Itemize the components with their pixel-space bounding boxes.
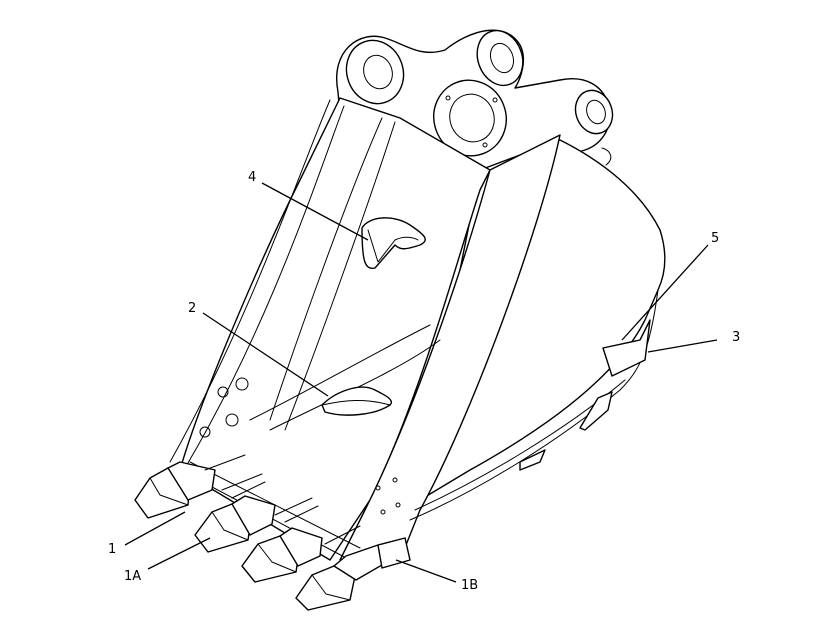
bucket-body	[169, 97, 666, 561]
callout-3: 3	[647, 330, 740, 353]
callout-4: 4	[248, 170, 369, 241]
bucket-teeth	[134, 454, 411, 611]
callout-3-label: 3	[732, 330, 740, 345]
callout-2: 2	[188, 301, 329, 397]
callout-5: 5	[621, 231, 719, 341]
callout-1b-label: 1B	[461, 578, 478, 593]
callout-1a-label: 1A	[124, 569, 141, 584]
callout-1a: 1A	[124, 537, 211, 584]
callout-2-label: 2	[188, 301, 196, 316]
callout-1b: 1B	[395, 559, 478, 593]
callout-1-label: 1	[108, 542, 116, 557]
callout-1: 1	[108, 511, 186, 557]
callout-5-label: 5	[711, 231, 719, 246]
callout-4-label: 4	[248, 170, 256, 185]
